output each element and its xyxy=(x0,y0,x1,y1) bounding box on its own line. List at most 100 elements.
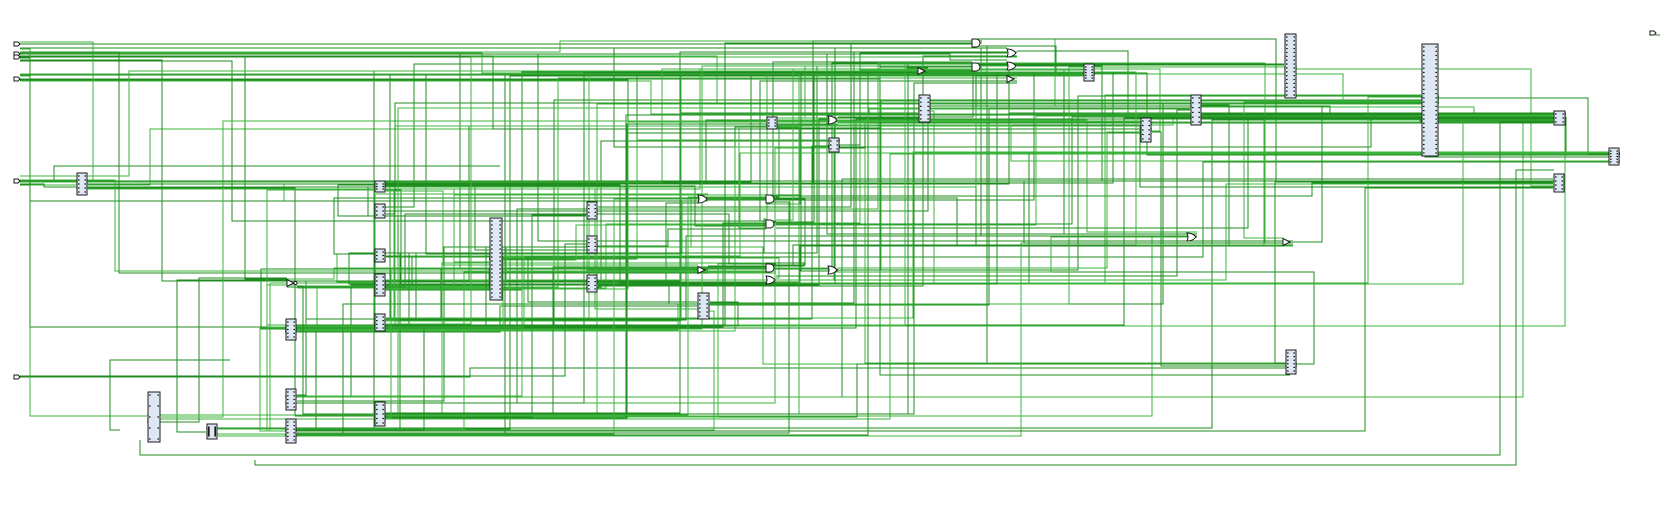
gate-or-1-symbol[interactable] xyxy=(1006,48,1017,58)
cell-f1[interactable] xyxy=(1190,94,1202,126)
cell-big-h1[interactable] xyxy=(1421,43,1439,157)
gate-or-4-symbol[interactable] xyxy=(697,194,708,204)
cell-l3[interactable] xyxy=(285,388,297,411)
cell-e1[interactable] xyxy=(1083,63,1095,82)
gate-and-4-symbol[interactable] xyxy=(765,219,775,229)
gate-or-2-symbol[interactable] xyxy=(1006,61,1017,71)
gate-or-6-symbol[interactable] xyxy=(827,265,838,275)
cell-e1-body[interactable] xyxy=(1083,63,1095,82)
cell-d2-body[interactable] xyxy=(828,137,840,153)
cell-big-c1-body[interactable] xyxy=(489,217,503,301)
port-in-1[interactable] xyxy=(13,41,21,47)
port-in-6[interactable] xyxy=(13,374,21,380)
cell-l3-body[interactable] xyxy=(285,388,297,411)
cell-c4[interactable] xyxy=(586,274,598,293)
cell-big-h1-body[interactable] xyxy=(1421,43,1439,157)
gate-or-5-symbol[interactable] xyxy=(765,275,776,285)
cell-big-c1[interactable] xyxy=(489,217,503,301)
port-in-4[interactable] xyxy=(13,76,21,82)
cell-b5-body[interactable] xyxy=(374,313,386,332)
gate-and-3-symbol[interactable] xyxy=(765,194,775,204)
gate-or-3[interactable] xyxy=(827,115,838,125)
cell-c2[interactable] xyxy=(586,201,598,220)
cell-a1-body[interactable] xyxy=(76,172,88,196)
gate-or-5[interactable] xyxy=(765,275,776,285)
cell-l2[interactable] xyxy=(206,423,218,440)
cell-c5[interactable] xyxy=(697,292,710,320)
cell-l4-body[interactable] xyxy=(285,418,297,444)
cell-b7[interactable] xyxy=(285,318,297,341)
cell-b6[interactable] xyxy=(374,401,386,427)
cell-b3[interactable] xyxy=(374,248,386,263)
gate-and-3[interactable] xyxy=(765,194,775,204)
gate-or-3-symbol[interactable] xyxy=(827,115,838,125)
cell-g2[interactable] xyxy=(1608,147,1620,166)
cell-b6-body[interactable] xyxy=(374,401,386,427)
cell-f2[interactable] xyxy=(1285,349,1297,375)
cell-c2-body[interactable] xyxy=(586,201,598,220)
gate-or-6[interactable] xyxy=(827,265,838,275)
cell-l4[interactable] xyxy=(285,418,297,444)
cell-l1-body[interactable] xyxy=(147,391,161,443)
cell-l2-body[interactable] xyxy=(206,423,218,440)
cell-g2-body[interactable] xyxy=(1608,147,1620,166)
cell-big-g1-body[interactable] xyxy=(1284,33,1297,99)
cell-b1[interactable] xyxy=(374,180,386,193)
gate-or-2[interactable] xyxy=(1006,61,1017,71)
gate-and-1[interactable] xyxy=(971,38,981,48)
cell-b2-body[interactable] xyxy=(374,203,386,219)
port-out-1[interactable] xyxy=(1649,30,1657,36)
cell-b4-body[interactable] xyxy=(374,273,386,297)
gate-and-5-symbol[interactable] xyxy=(765,263,775,273)
gate-or-7-symbol[interactable] xyxy=(1186,232,1197,242)
pin-marker xyxy=(499,256,501,258)
gate-and-5[interactable] xyxy=(765,263,775,273)
cell-e2[interactable] xyxy=(1140,117,1152,143)
gate-buf-1-symbol[interactable] xyxy=(1006,74,1016,84)
port-in-5[interactable] xyxy=(13,178,21,184)
cell-d1[interactable] xyxy=(766,116,778,130)
cell-b7-body[interactable] xyxy=(285,318,297,341)
cell-l1[interactable] xyxy=(147,391,161,443)
gate-or-4[interactable] xyxy=(697,194,708,204)
cell-d3[interactable] xyxy=(918,94,931,123)
cell-f2-body[interactable] xyxy=(1285,349,1297,375)
gate-and-4[interactable] xyxy=(765,219,775,229)
gate-or-1[interactable] xyxy=(1006,48,1017,58)
cell-b3-body[interactable] xyxy=(374,248,386,263)
cell-c5-body[interactable] xyxy=(697,292,710,320)
cell-h2-body[interactable] xyxy=(1553,110,1566,126)
port-in-3[interactable] xyxy=(13,54,21,60)
cell-h2[interactable] xyxy=(1553,110,1566,126)
gate-and-1-symbol[interactable] xyxy=(971,38,981,48)
gate-buf-1[interactable] xyxy=(1006,74,1016,84)
cell-a1[interactable] xyxy=(76,172,88,196)
cell-d3-body[interactable] xyxy=(918,94,931,123)
cell-d1-body[interactable] xyxy=(766,116,778,130)
gate-and-2-symbol[interactable] xyxy=(971,62,981,72)
cell-big-g1[interactable] xyxy=(1284,33,1297,99)
cell-b2[interactable] xyxy=(374,203,386,219)
gate-buf-3-symbol[interactable] xyxy=(697,265,707,275)
cell-b5[interactable] xyxy=(374,313,386,332)
gate-buf-3[interactable] xyxy=(697,265,707,275)
cell-c3[interactable] xyxy=(586,235,598,254)
cell-c4-body[interactable] xyxy=(586,274,598,293)
gate-not-1-symbol[interactable] xyxy=(286,278,296,288)
cell-e2-body[interactable] xyxy=(1140,117,1152,143)
cell-b4[interactable] xyxy=(374,273,386,297)
cell-c3-body[interactable] xyxy=(586,235,598,254)
gate-buf-4[interactable] xyxy=(1282,237,1292,247)
cell-h3[interactable] xyxy=(1553,173,1565,193)
gate-or-7[interactable] xyxy=(1186,232,1197,242)
gate-and-2[interactable] xyxy=(971,62,981,72)
cell-d2[interactable] xyxy=(828,137,840,153)
cell-f1-body[interactable] xyxy=(1190,94,1202,126)
gate-not-1[interactable] xyxy=(286,278,298,288)
cell-b1-body[interactable] xyxy=(374,180,386,193)
gate-buf-4-symbol[interactable] xyxy=(1282,237,1292,247)
gate-buf-2[interactable] xyxy=(917,66,927,76)
gate-buf-2-symbol[interactable] xyxy=(917,66,927,76)
cell-h3-body[interactable] xyxy=(1553,173,1565,193)
